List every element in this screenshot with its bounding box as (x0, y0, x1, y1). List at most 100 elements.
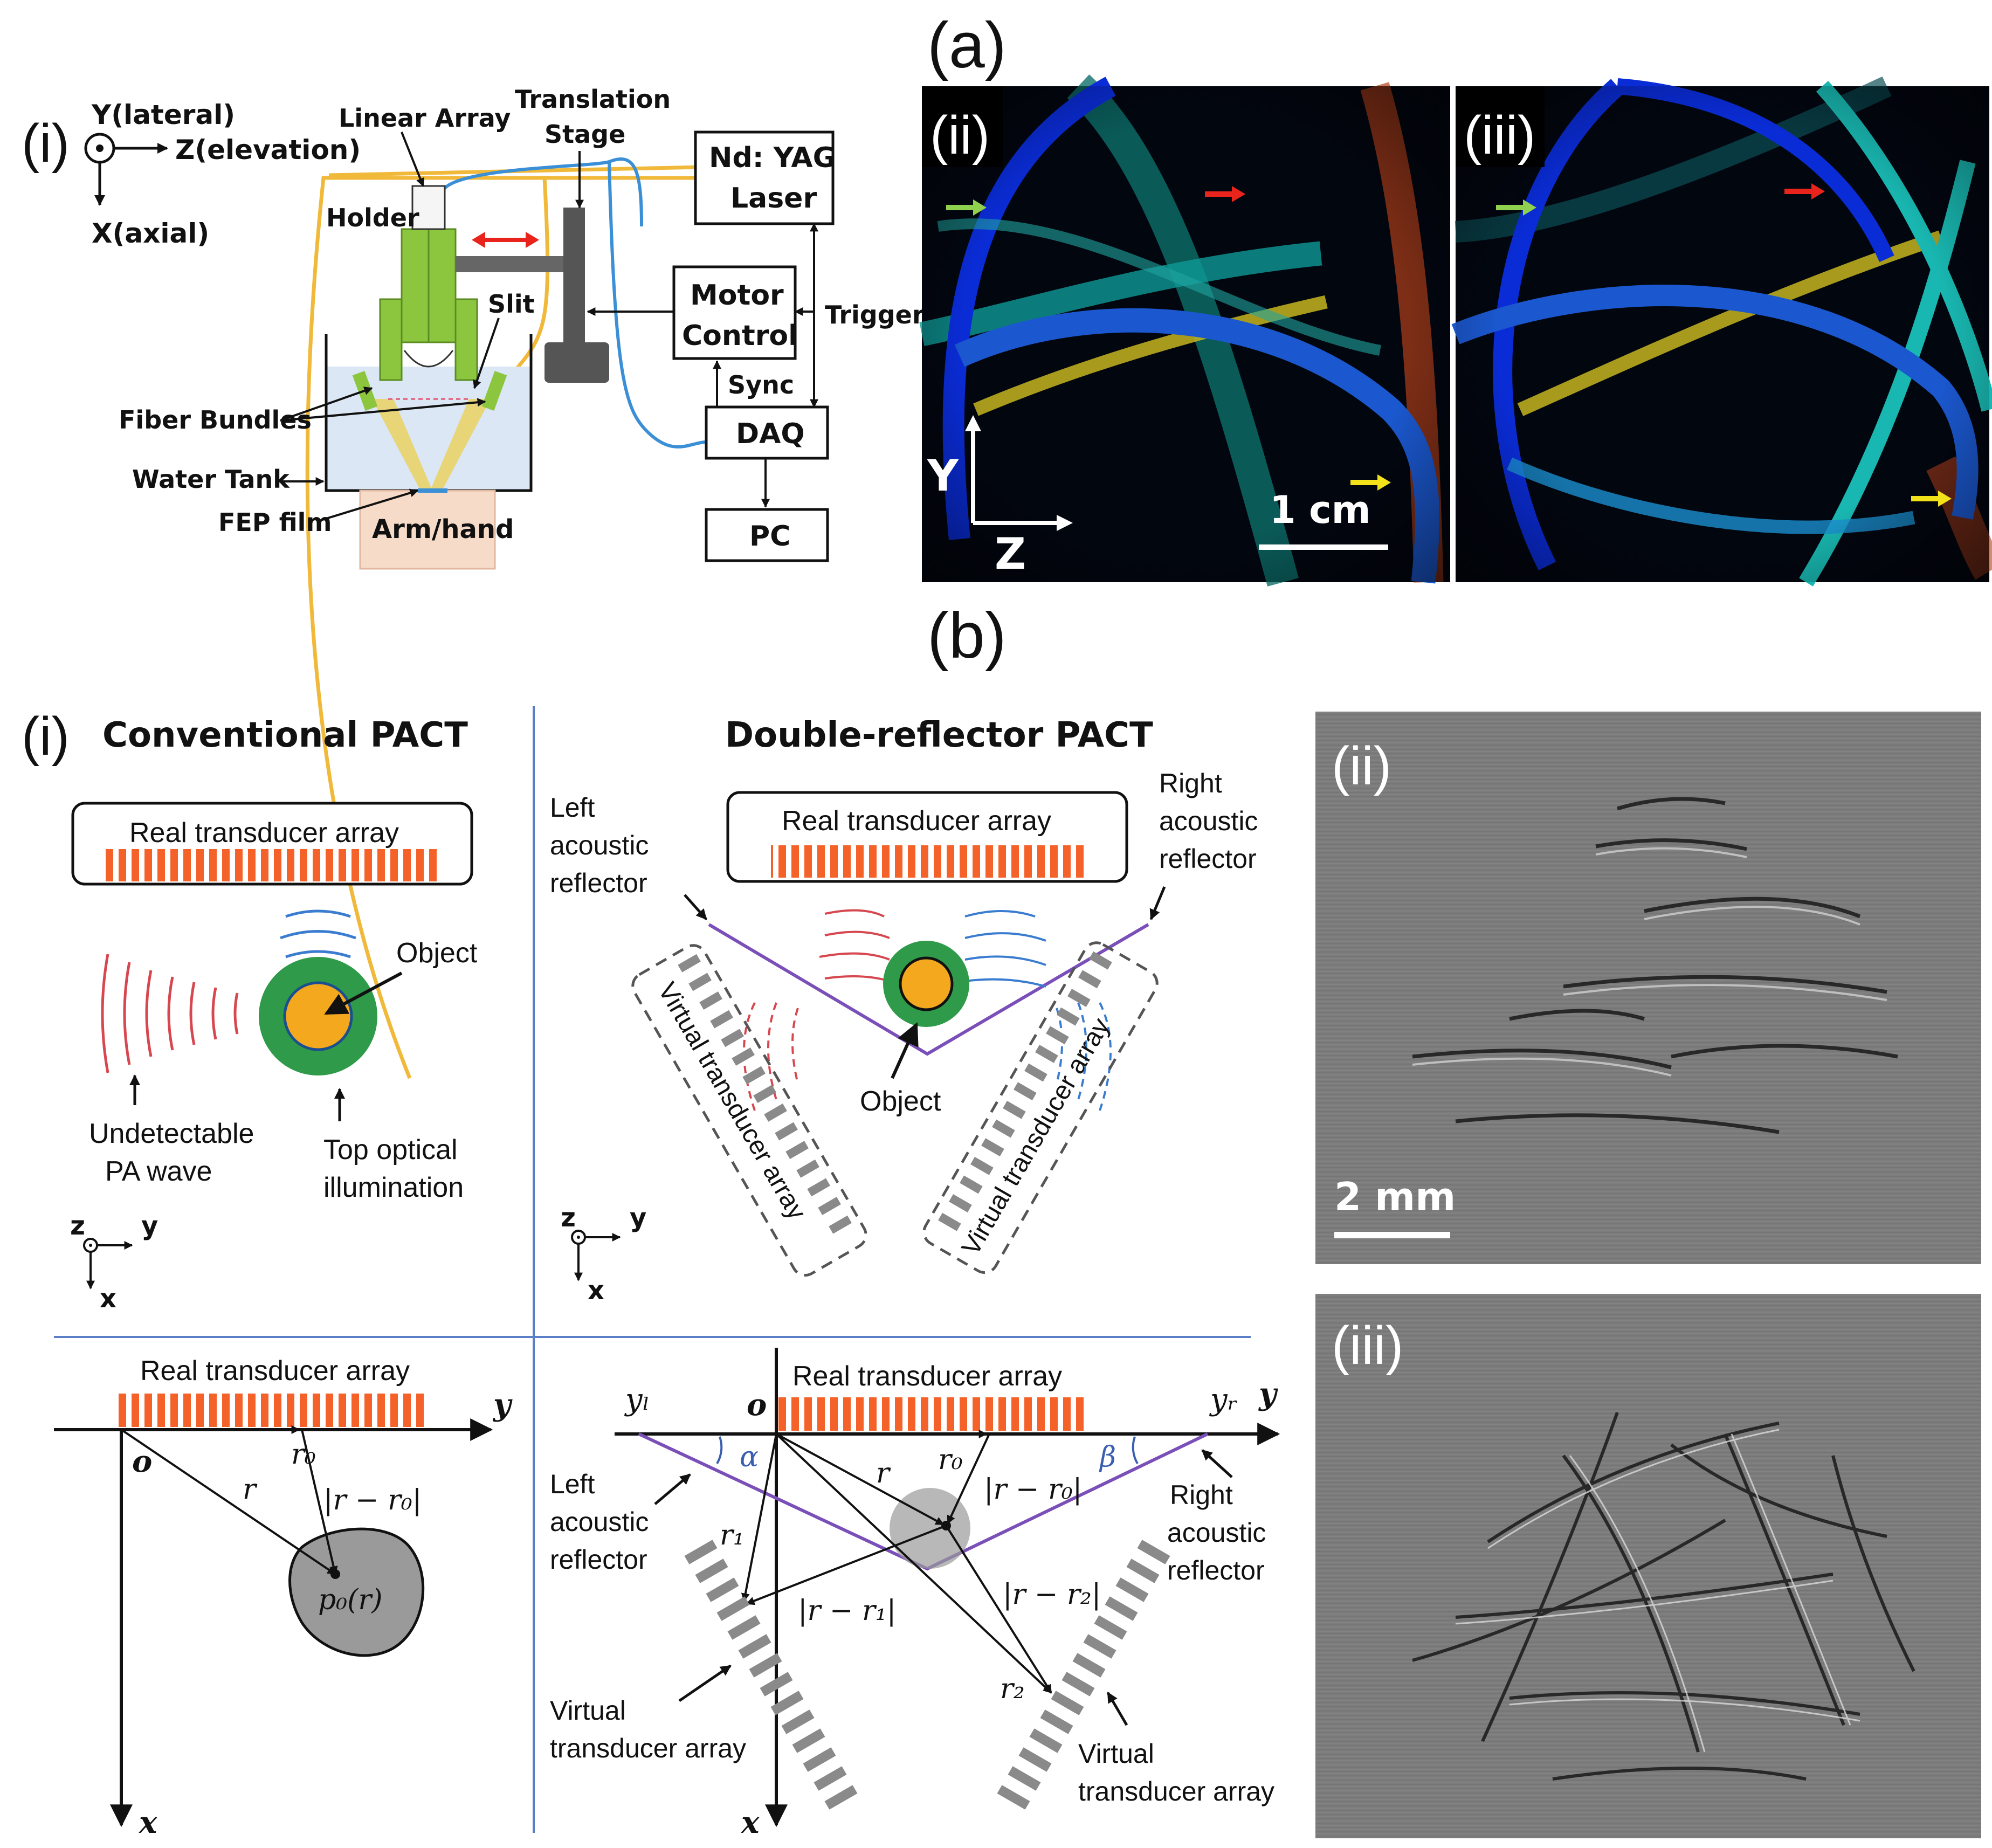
panel-label-b: (b) (927, 599, 1007, 672)
b-ii-scalebar (1334, 1232, 1450, 1238)
a-ii-axis-z: Z (995, 529, 1026, 579)
double-axis-z: z (561, 1203, 576, 1233)
double-object-label: Object (860, 1086, 941, 1117)
geom-virtual-left-2: transducer array (550, 1733, 746, 1763)
a-ii-image: (ii) Y Z 1 cm (919, 74, 1450, 587)
geom-double-x: x (741, 1805, 760, 1840)
double-right-reflector-3: reflector (1159, 844, 1257, 874)
undetectable-label-1: Undetectable (89, 1118, 254, 1149)
geom-conv-x: x (139, 1805, 157, 1840)
linear-array-icon (411, 185, 446, 230)
geom-conv-p0: p₀(r) (318, 1584, 383, 1616)
daq-box (705, 405, 829, 460)
geom-right-reflector-2: acoustic (1167, 1518, 1266, 1548)
yellow-arrow-icon (1377, 474, 1391, 491)
geom-left-reflector-1: Left (550, 1469, 595, 1499)
geom-virtual-left-1: Virtual (550, 1695, 626, 1726)
slit-label: Slit (488, 289, 535, 319)
top-illum-label-1: Top optical (323, 1134, 458, 1166)
geom-double-y: y (1258, 1376, 1278, 1412)
conv-object-label: Object (396, 937, 478, 969)
geom-double-diff2: |r − r₂| (1003, 1578, 1101, 1611)
motor-control-box (672, 265, 797, 360)
a-iii-label: (iii) (1464, 105, 1535, 166)
geom-double-array (776, 1397, 1084, 1431)
geom-right-reflector-1: Right (1170, 1480, 1233, 1510)
b-ii-scalebar-label: 2 mm (1334, 1174, 1456, 1219)
geom-double-diff0: |r − r₀| (984, 1473, 1082, 1506)
double-left-reflector-2: acoustic (550, 830, 649, 860)
daq-label: DAQ (736, 418, 805, 450)
sync-label: Sync (728, 370, 794, 399)
geom-double-reflectors (638, 1432, 1209, 1571)
conv-axis-y: y (141, 1211, 158, 1241)
geom-virtual-array-right (997, 1540, 1170, 1810)
a-iii-image: (iii) (1451, 76, 1992, 587)
geom-conv-r0: r₀ (291, 1438, 316, 1471)
laser-label-1: Nd: YAG (709, 142, 836, 174)
geom-double-r2: r₂ (1000, 1673, 1025, 1705)
b-ii-image: (ii) 2 mm (1315, 712, 1981, 1264)
double-left-reflector-1: Left (550, 792, 595, 823)
double-title: Double-reflector PACT (725, 715, 1153, 755)
axis-y-lateral: Y(lateral) (91, 99, 235, 130)
panel-label-a: (a) (927, 9, 1007, 81)
b-i-label: (i) (22, 706, 70, 767)
geom-conv-r: r (243, 1473, 258, 1506)
stage-arm (456, 256, 563, 272)
double-right-reflector-2: acoustic (1159, 806, 1258, 836)
laser-label-2: Laser (730, 182, 817, 215)
b-i-diagram: (i) Conventional PACT Real transducer ar… (22, 706, 1280, 1840)
trigger-label: Trigger (825, 300, 925, 329)
red-arrow-icon (1811, 183, 1825, 199)
geom-double-r: r (876, 1457, 891, 1490)
b-iii-image: (iii) (1315, 1294, 1981, 1838)
motor-label-1: Motor (690, 279, 784, 312)
b-ii-label: (ii) (1332, 736, 1391, 796)
fep-film-label: FEP film (218, 508, 332, 537)
geom-right-reflector-3: reflector (1167, 1555, 1265, 1585)
geom-virtual-right-2: transducer array (1078, 1776, 1274, 1806)
geom-double-o: o (747, 1387, 767, 1423)
a-i-schematic: (i) Y(lateral) Z(elevation) X(axial) (22, 85, 925, 1079)
double-axis-y: y (630, 1203, 646, 1233)
geom-conv-diff: |r − r₀| (323, 1484, 422, 1516)
double-array-label: Real transducer array (782, 805, 1051, 837)
geom-double-array-label: Real transducer array (792, 1361, 1062, 1392)
conv-object (283, 981, 353, 1051)
arm-hand (359, 489, 496, 570)
conv-axis-z: z (70, 1211, 85, 1241)
geom-double-r0: r₀ (938, 1444, 963, 1476)
geom-left-reflector-2: acoustic (550, 1507, 649, 1537)
a-i-label: (i) (22, 113, 70, 174)
conv-axis-x: x (100, 1284, 116, 1314)
double-left-reflector-3: reflector (550, 868, 647, 898)
a-ii-label: (ii) (930, 105, 990, 166)
geom-double-yl: yₗ (624, 1382, 650, 1417)
double-axis-x: x (588, 1275, 604, 1306)
double-object (899, 956, 954, 1011)
double-right-reflector-1: Right (1159, 768, 1222, 798)
green-arrow-icon (1523, 199, 1536, 216)
axis-x-axial: X(axial) (92, 218, 209, 249)
holder-label: Holder (326, 203, 419, 232)
b-iii-label: (iii) (1332, 1315, 1403, 1376)
green-arrow-icon (973, 199, 987, 216)
a-ii-scalebar-label: 1 cm (1270, 488, 1371, 532)
geom-left-reflector-3: reflector (550, 1544, 647, 1575)
a-ii-scalebar (1259, 544, 1388, 550)
geom-conv-array-label: Real transducer array (140, 1355, 410, 1387)
geom-double-yr: yᵣ (1209, 1382, 1238, 1417)
geom-conv-source (288, 1527, 425, 1657)
geom-double-r1: r₁ (720, 1519, 745, 1552)
laser-box (694, 130, 835, 225)
virtual-array-left: Virtual transducer array (631, 944, 867, 1277)
translation-label-2: Stage (544, 120, 625, 149)
red-arrow-icon (1232, 186, 1245, 202)
arm-hand-label: Arm/hand (372, 514, 514, 544)
translation-label-1: Translation (515, 85, 671, 114)
virtual-right-label: Virtual transducer array (956, 1013, 1115, 1260)
fiber-bundles-label: Fiber Bundles (119, 405, 312, 435)
geom-double-alpha: α (740, 1441, 759, 1473)
undetectable-label-2: PA wave (105, 1156, 212, 1187)
